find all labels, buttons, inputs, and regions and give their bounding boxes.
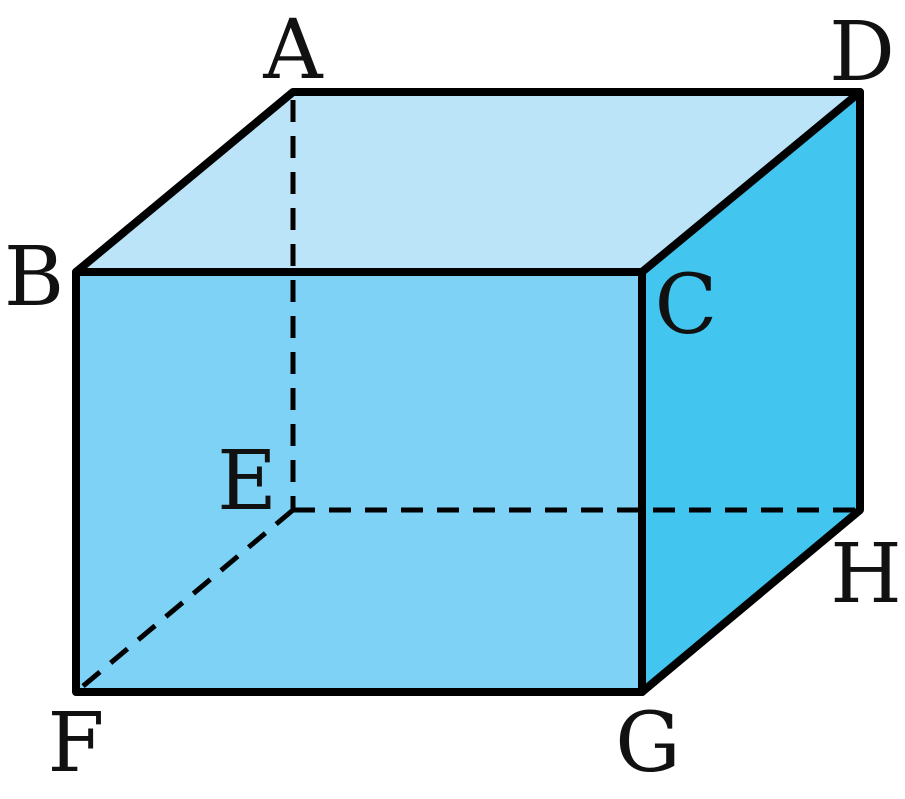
- vertex-label-f: F: [48, 696, 105, 791]
- right-side-face: [642, 92, 860, 692]
- top-face: [76, 92, 860, 272]
- vertex-label-d: D: [829, 5, 895, 100]
- vertex-label-c: C: [655, 258, 718, 353]
- vertex-label-g: G: [615, 696, 681, 791]
- vertex-label-e: E: [217, 434, 277, 529]
- hidden-edge-ef: [74, 508, 295, 694]
- vertex-label-b: B: [4, 230, 64, 325]
- right-face-outline: [638, 88, 864, 696]
- front-face: [76, 272, 642, 692]
- vertex-label-h: H: [830, 527, 902, 622]
- vertex-label-a: A: [262, 3, 324, 98]
